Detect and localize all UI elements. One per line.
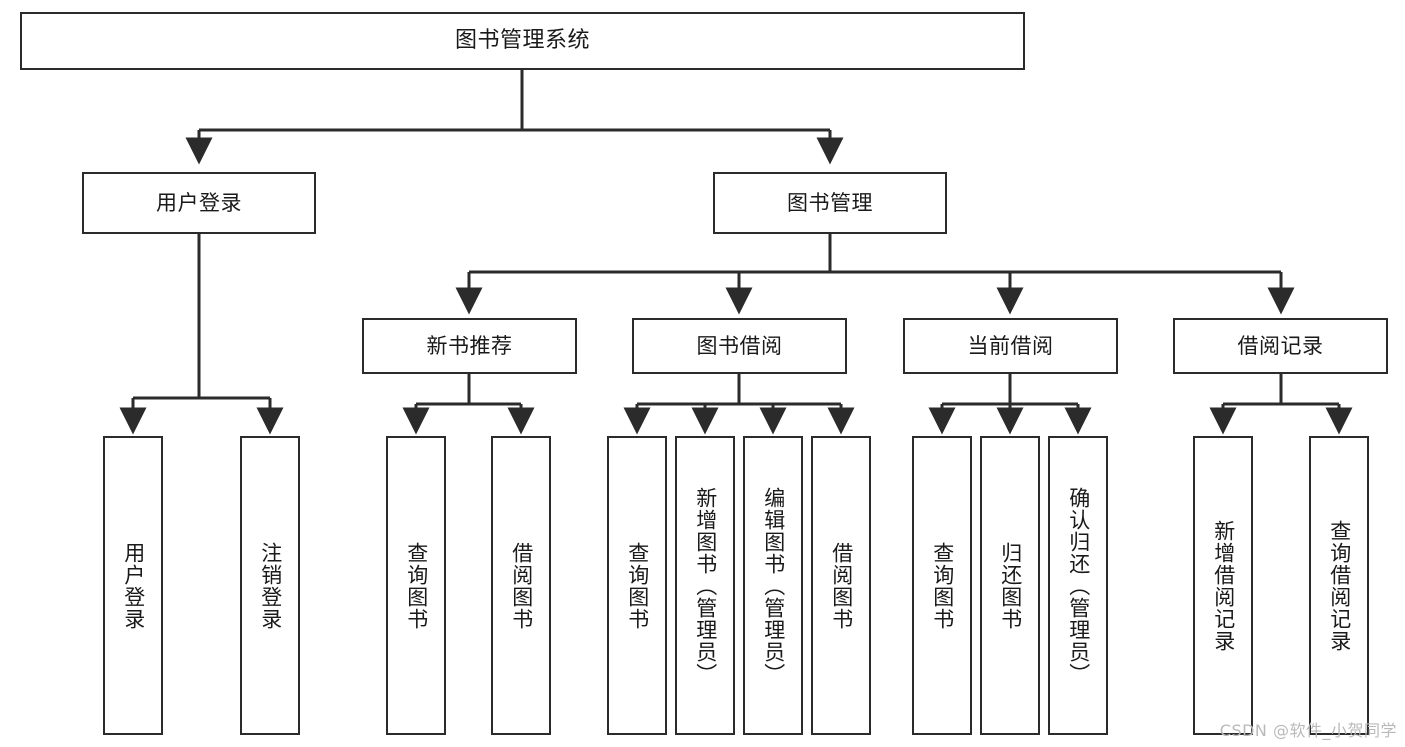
leaf-confirm-return-admin[interactable]: 确认归还（管理员） [1048,436,1108,735]
node-label: 查询图书 [930,541,955,630]
leaf-borrow-book-borrowing[interactable]: 借阅图书 [811,436,871,735]
node-label: 借阅图书 [509,541,534,630]
leaf-edit-book-admin[interactable]: 编辑图书（管理员） [743,436,803,735]
node-user-login[interactable]: 用户登录 [82,172,316,234]
node-label: 查询图书 [404,541,429,630]
node-label: 用户登录 [121,541,146,630]
node-label: 借阅记录 [1237,333,1324,358]
node-current-borrowing[interactable]: 当前借阅 [903,318,1118,374]
node-label: 新书推荐 [426,333,513,358]
node-label: 新增借阅记录 [1211,519,1236,652]
node-label: 图书管理 [787,190,873,215]
node-label: 借阅图书 [829,541,854,630]
node-label: 图书借阅 [696,333,783,358]
leaf-borrow-book-new-rec[interactable]: 借阅图书 [491,436,551,735]
node-label: 用户登录 [156,190,242,215]
node-label: 注销登录 [258,541,283,630]
node-label: 归还图书 [998,541,1023,630]
node-label: 查询借阅记录 [1327,519,1352,652]
node-label: 确认归还（管理员） [1066,486,1091,685]
leaf-query-borrow-record[interactable]: 查询借阅记录 [1309,436,1369,735]
csdn-watermark: CSDN @软件_小贺同学 [1219,721,1397,740]
node-borrowing-records[interactable]: 借阅记录 [1173,318,1388,374]
node-label: 编辑图书（管理员） [761,486,786,685]
node-book-management[interactable]: 图书管理 [713,172,947,234]
node-new-book-recommendation[interactable]: 新书推荐 [362,318,577,374]
node-root-book-management-system[interactable]: 图书管理系统 [20,12,1025,70]
leaf-add-book-admin[interactable]: 新增图书（管理员） [675,436,735,735]
leaf-query-book-new-rec[interactable]: 查询图书 [386,436,446,735]
node-book-borrowing[interactable]: 图书借阅 [632,318,847,374]
leaf-user-logout[interactable]: 注销登录 [240,436,300,735]
node-label: 当前借阅 [967,333,1054,358]
node-label: 图书管理系统 [454,28,590,54]
node-label: 查询图书 [625,541,650,630]
leaf-query-book-borrowing[interactable]: 查询图书 [607,436,667,735]
leaf-return-book[interactable]: 归还图书 [980,436,1040,735]
node-label: 新增图书（管理员） [693,486,718,685]
leaf-add-borrow-record[interactable]: 新增借阅记录 [1193,436,1253,735]
leaf-user-login[interactable]: 用户登录 [103,436,163,735]
leaf-query-book-current[interactable]: 查询图书 [912,436,972,735]
